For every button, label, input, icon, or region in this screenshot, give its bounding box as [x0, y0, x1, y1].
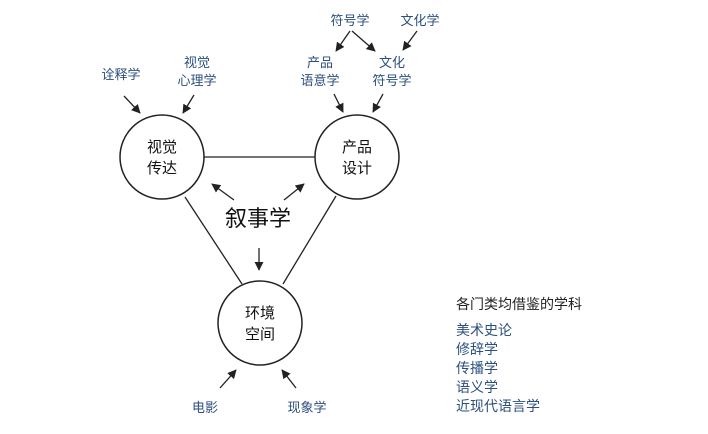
arrow-visual-psych [182, 94, 195, 114]
label-product-semantics-line2: 语意学 [300, 73, 339, 89]
node-visual-line2: 传达 [147, 159, 177, 177]
node-product-line1: 产品 [342, 138, 372, 156]
label-cultural-semiotics-line1: 文化 [379, 56, 405, 71]
label-semiotics: 符号学 [330, 13, 369, 29]
arrow-semiotics-to-cultural-semiotics [351, 30, 376, 52]
side-panel-item: 美术史论 [456, 323, 512, 339]
label-product-semantics-line1: 产品 [307, 56, 333, 71]
node-environment-line2: 空间 [245, 325, 275, 343]
side-panel-item: 修辞学 [456, 342, 498, 358]
label-visual-psych-line2: 心理学 [177, 73, 216, 89]
edge-visual-environment [184, 196, 243, 285]
label-cultural-semiotics-line2: 符号学 [372, 73, 411, 89]
arrow-cultural-semiotics [372, 93, 384, 113]
arrow-semiotics-to-product-semantics [335, 30, 351, 52]
side-panel-item: 语义学 [456, 380, 498, 396]
node-product-circle [314, 114, 400, 200]
arrow-film [219, 369, 237, 389]
arrow-hermeneutics [123, 95, 141, 114]
node-visual-circle [119, 114, 205, 200]
edge-product-environment [282, 195, 337, 285]
side-panel-item: 传播学 [456, 361, 498, 377]
label-culturology: 文化学 [400, 13, 439, 29]
side-panel-item: 近现代语言学 [456, 399, 540, 415]
label-hermeneutics: 诠释学 [101, 67, 140, 83]
arrow-phenomenology [281, 369, 297, 389]
arrow-center-to-product [283, 183, 305, 201]
node-environment-line1: 环境 [245, 304, 275, 322]
arrow-culturology-to-cultural-semiotics [402, 30, 418, 51]
center-label: 叙事学 [225, 207, 291, 232]
arrow-center-to-visual [211, 183, 235, 201]
label-film: 电影 [192, 401, 218, 416]
side-panel-heading: 各门类均借鉴的学科 [456, 297, 582, 313]
arrow-product-semantics [333, 93, 344, 113]
node-environment-circle [217, 280, 303, 366]
node-visual-line1: 视觉 [147, 138, 177, 156]
label-phenomenology: 现象学 [287, 400, 326, 416]
node-product-line2: 设计 [342, 159, 372, 177]
label-visual-psych-line1: 视觉 [184, 56, 210, 71]
